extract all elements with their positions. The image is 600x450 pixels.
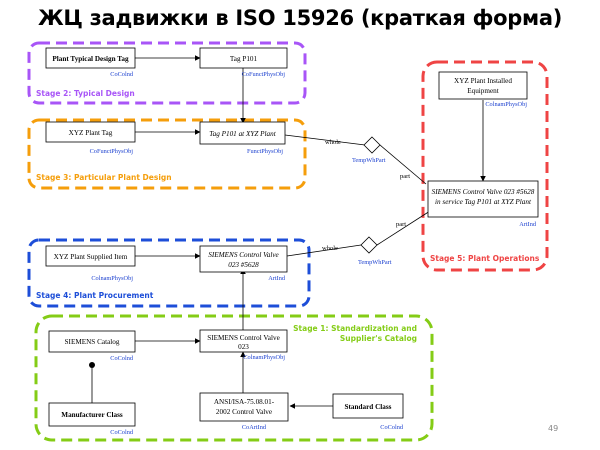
stage-5-box <box>421 60 549 272</box>
node-line-1: SIEMENS Catalog <box>65 338 120 346</box>
node-box <box>332 393 404 419</box>
node-type-label: ArtInd <box>519 221 537 228</box>
stage-3-box <box>27 118 307 190</box>
node-line-1: SIEMENS Control Valve <box>207 334 280 342</box>
node-type-label: CoColnd <box>380 424 404 431</box>
page-number: 49 <box>548 424 559 433</box>
node-line-1: SIEMENS Control Valve <box>208 251 279 259</box>
node-line-1: Standard Class <box>345 403 392 411</box>
node-line-1: SIEMENS Control Valve 023 #5628 <box>432 188 535 196</box>
relation-d1-diamond <box>363 136 381 154</box>
node-type-label: CoFunctPhysObj <box>242 71 286 78</box>
node-type-label: CoFunctPhysObj <box>90 148 134 155</box>
node-box <box>45 245 136 267</box>
node-line-1: Plant Typical Design Tag <box>52 55 129 63</box>
node-type-label: ColnamPhysObj <box>485 101 527 108</box>
node-siemens-valve-in-service: SIEMENS Control Valve 023 #5628 in servi… <box>427 180 539 228</box>
node-ansi-isa-control-valve: ANSI/ISA-75.08.01- 2002 Control Valve Co… <box>199 392 289 431</box>
node-type-label: ColnamPhysObj <box>91 275 133 282</box>
node-line-1: XYZ Plant Supplied Item <box>54 253 128 261</box>
node-box <box>438 71 528 100</box>
node-line-1: ANSI/ISA-75.08.01- <box>214 398 275 406</box>
edge-n4-d1 <box>284 134 366 146</box>
node-siemens-valve-023: SIEMENS Control Valve 023 ColnamPhysObj <box>199 329 288 361</box>
relation-d1-type-label: TempWhPart <box>352 157 386 164</box>
node-line-1: Tag P101 <box>230 55 258 63</box>
node-box <box>45 47 136 69</box>
node-siemens-valve-5628: SIEMENS Control Valve 023 #5628 ArtInd <box>199 245 288 282</box>
node-siemens-catalog: SIEMENS Catalog CoColnd <box>48 330 136 362</box>
node-box <box>199 47 288 69</box>
edge-d2-n6 <box>376 210 431 246</box>
node-box <box>427 180 539 218</box>
node-line-1: XYZ Plant Tag <box>69 129 113 137</box>
node-line-1: Tag P101 at XYZ Plant <box>209 130 276 138</box>
node-box <box>199 392 289 422</box>
node-tag-p101-at-xyz-plant: Tag P101 at XYZ Plant FunctPhysObj <box>199 121 286 155</box>
node-manufacturer-class: Manufacturer Class CoColnd <box>48 402 136 436</box>
stage-1-label-line1: Stage 1: Standardization and <box>293 324 417 333</box>
node-box <box>45 121 136 143</box>
stage-4-box <box>27 238 311 308</box>
node-type-label: ArtInd <box>268 275 286 282</box>
node-box <box>199 329 288 353</box>
stage-1-box <box>34 314 434 442</box>
stage-3-label: Stage 3: Particular Plant Design <box>36 173 172 182</box>
edge-d1-n6 <box>379 144 427 185</box>
stage-5-label: Stage 5: Plant Operations <box>430 254 540 263</box>
node-type-label: CoColnd <box>110 429 134 436</box>
node-type-label: FunctPhysObj <box>247 148 283 155</box>
node-box <box>199 121 286 145</box>
edge-n8-d2 <box>286 244 362 257</box>
node-xyz-plant-installed-equipment: XYZ Plant Installed Equipment ColnamPhys… <box>438 71 528 108</box>
relation-d2-whole-label: whole <box>322 245 338 252</box>
stage-2-label: Stage 2: Typical Design <box>36 89 135 98</box>
node-box <box>48 402 136 427</box>
relation-d2-part-label: part <box>396 221 406 228</box>
slide-title: ЖЦ задвижки в ISO 15926 (краткая форма) <box>37 6 563 30</box>
node-line-1: XYZ Plant Installed <box>454 77 512 85</box>
edge-dot-n9 <box>89 362 95 368</box>
stage-4-label: Stage 4: Plant Procurement <box>36 291 154 300</box>
node-box <box>48 330 136 353</box>
relation-d1-part-label: part <box>400 173 410 180</box>
node-line-2: 2002 Control Valve <box>216 408 272 416</box>
node-xyz-plant-tag: XYZ Plant Tag CoFunctPhysObj <box>45 121 136 155</box>
stage-2-box <box>27 41 307 105</box>
node-type-label: CoColnd <box>110 355 134 362</box>
node-line-1: Manufacturer Class <box>61 411 123 419</box>
relation-d2-type-label: TempWhPart <box>358 259 392 266</box>
node-box <box>199 245 288 273</box>
node-tag-p101: Tag P101 CoFunctPhysObj <box>199 47 288 78</box>
node-type-label: ColnamPhysObj <box>243 354 285 361</box>
node-type-label: CoColnd <box>110 71 134 78</box>
node-line-2: 023 <box>238 343 249 351</box>
relation-d1-whole-label: whole <box>325 139 341 146</box>
stage-1-label-line2: Supplier's Catalog <box>340 334 417 343</box>
node-xyz-plant-supplied-item: XYZ Plant Supplied Item ColnamPhysObj <box>45 245 136 282</box>
node-line-2: in service Tag P101 at XYZ Plant <box>435 198 532 206</box>
node-standard-class: Standard Class CoColnd <box>332 393 404 431</box>
node-line-2: Equipment <box>467 87 499 95</box>
node-line-2: 023 #5628 <box>228 261 259 269</box>
node-plant-typical-design-tag: Plant Typical Design Tag CoColnd <box>45 47 136 78</box>
node-type-label: CoArtInd <box>242 424 267 431</box>
relation-d2-diamond <box>360 236 378 254</box>
